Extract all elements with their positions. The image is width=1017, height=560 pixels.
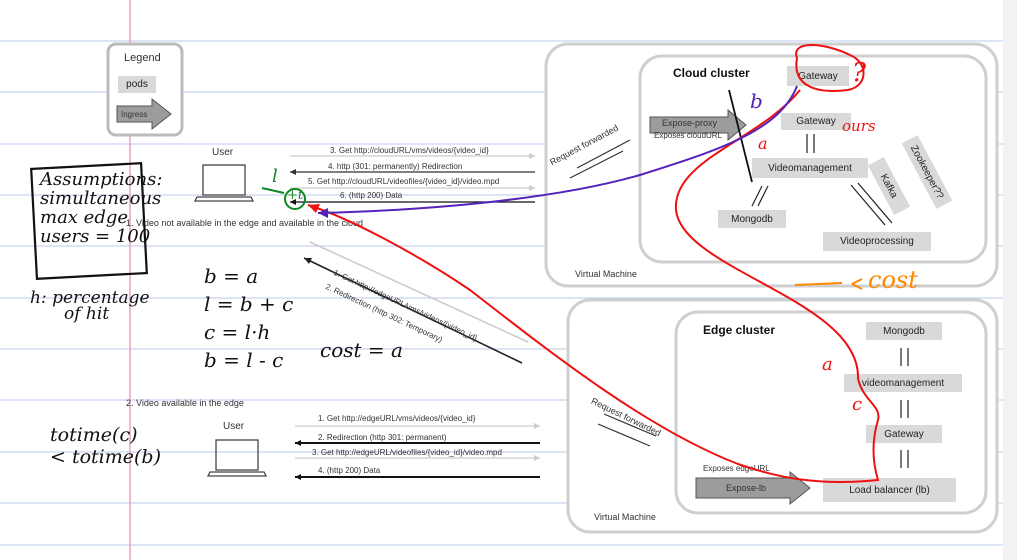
legend-title: Legend xyxy=(124,52,161,64)
edge-expose-lb: Expose-lb xyxy=(726,483,767,493)
l-label: l xyxy=(272,166,278,187)
green-circle xyxy=(284,188,306,210)
equations: b = a l = b + c c = l·h b = l - c xyxy=(204,264,294,372)
cost-equation: cost = a xyxy=(320,338,403,362)
b-label: b xyxy=(750,89,763,113)
scenario1-msg6: 6. (http 200) Data xyxy=(340,191,403,200)
assumptions-note: Assumptions: simultaneous max edge users… xyxy=(40,169,163,247)
cost-label: cost xyxy=(868,266,918,294)
red-gateway-circle xyxy=(795,44,865,92)
scenario2-msg4: 4. (http 200) Data xyxy=(318,466,381,475)
scenario1-user: User xyxy=(212,147,234,158)
edge-exposes-url: Exposes edgeURL xyxy=(703,464,770,473)
scenario2-msg3: 3. Get http://edgeURL/videofiles/{video_… xyxy=(312,448,502,457)
a-edge-label: a xyxy=(822,354,833,375)
assumptions-box xyxy=(30,162,148,280)
scenario1-msg4: 4. http (301: permanently) Redirection xyxy=(328,162,463,171)
edge-gateway: Gateway xyxy=(866,425,942,443)
edge-videomanagement: videomanagement xyxy=(844,374,962,392)
cloud-videomanagement: Videomanagement xyxy=(752,158,868,178)
scenario2-msg2: 2. Redirection (http 301: permanent) xyxy=(318,433,447,442)
cloud-videoprocessing: Videoprocessing xyxy=(823,232,931,251)
cloud-vm-label: Virtual Machine xyxy=(575,269,637,279)
legend-ingress: Ingress xyxy=(121,110,148,119)
question-mark: ? xyxy=(852,58,866,88)
cloud-cluster-title: Cloud cluster xyxy=(673,66,750,80)
a-cloud-label: a xyxy=(758,134,768,153)
scenario2-msg1: 1. Get http://edgeURL/vms/videos/{video_… xyxy=(318,414,476,423)
ours-label: ours xyxy=(842,117,876,135)
scenario1-caption: 1. Video not available in the edge and a… xyxy=(126,218,364,228)
cost-arrow xyxy=(794,278,863,290)
purple-flow-path xyxy=(317,85,798,214)
edge-mongodb: Mongodb xyxy=(866,322,942,340)
scenario1-msg5: 5. Get http://cloudURL/videofiles/{video… xyxy=(308,177,500,186)
scenario2-user: User xyxy=(223,421,245,432)
cloud-gateway: Gateway xyxy=(781,113,851,130)
red-flow-path xyxy=(307,89,880,483)
cloud-expose-proxy: Expose-proxy xyxy=(662,118,718,128)
scenario1-msg3: 3. Get http://cloudURL/vms/videos/{video… xyxy=(330,146,489,155)
totime-note: totime(c) < totime(b) xyxy=(50,424,161,468)
scenario2-caption: 2. Video available in the edge xyxy=(126,398,244,408)
edge-vm-label: Virtual Machine xyxy=(594,512,656,522)
legend-pods: pods xyxy=(118,76,156,93)
edge-cluster-title: Edge cluster xyxy=(703,323,776,337)
cloud-exposes-url: Exposes cloudURL xyxy=(654,131,723,140)
cloud-mongodb: Mongodb xyxy=(718,210,786,228)
c-edge-label: c xyxy=(852,394,863,415)
h-definition: h: percentage of hit xyxy=(30,288,150,324)
hit-mark: +t xyxy=(287,188,304,203)
